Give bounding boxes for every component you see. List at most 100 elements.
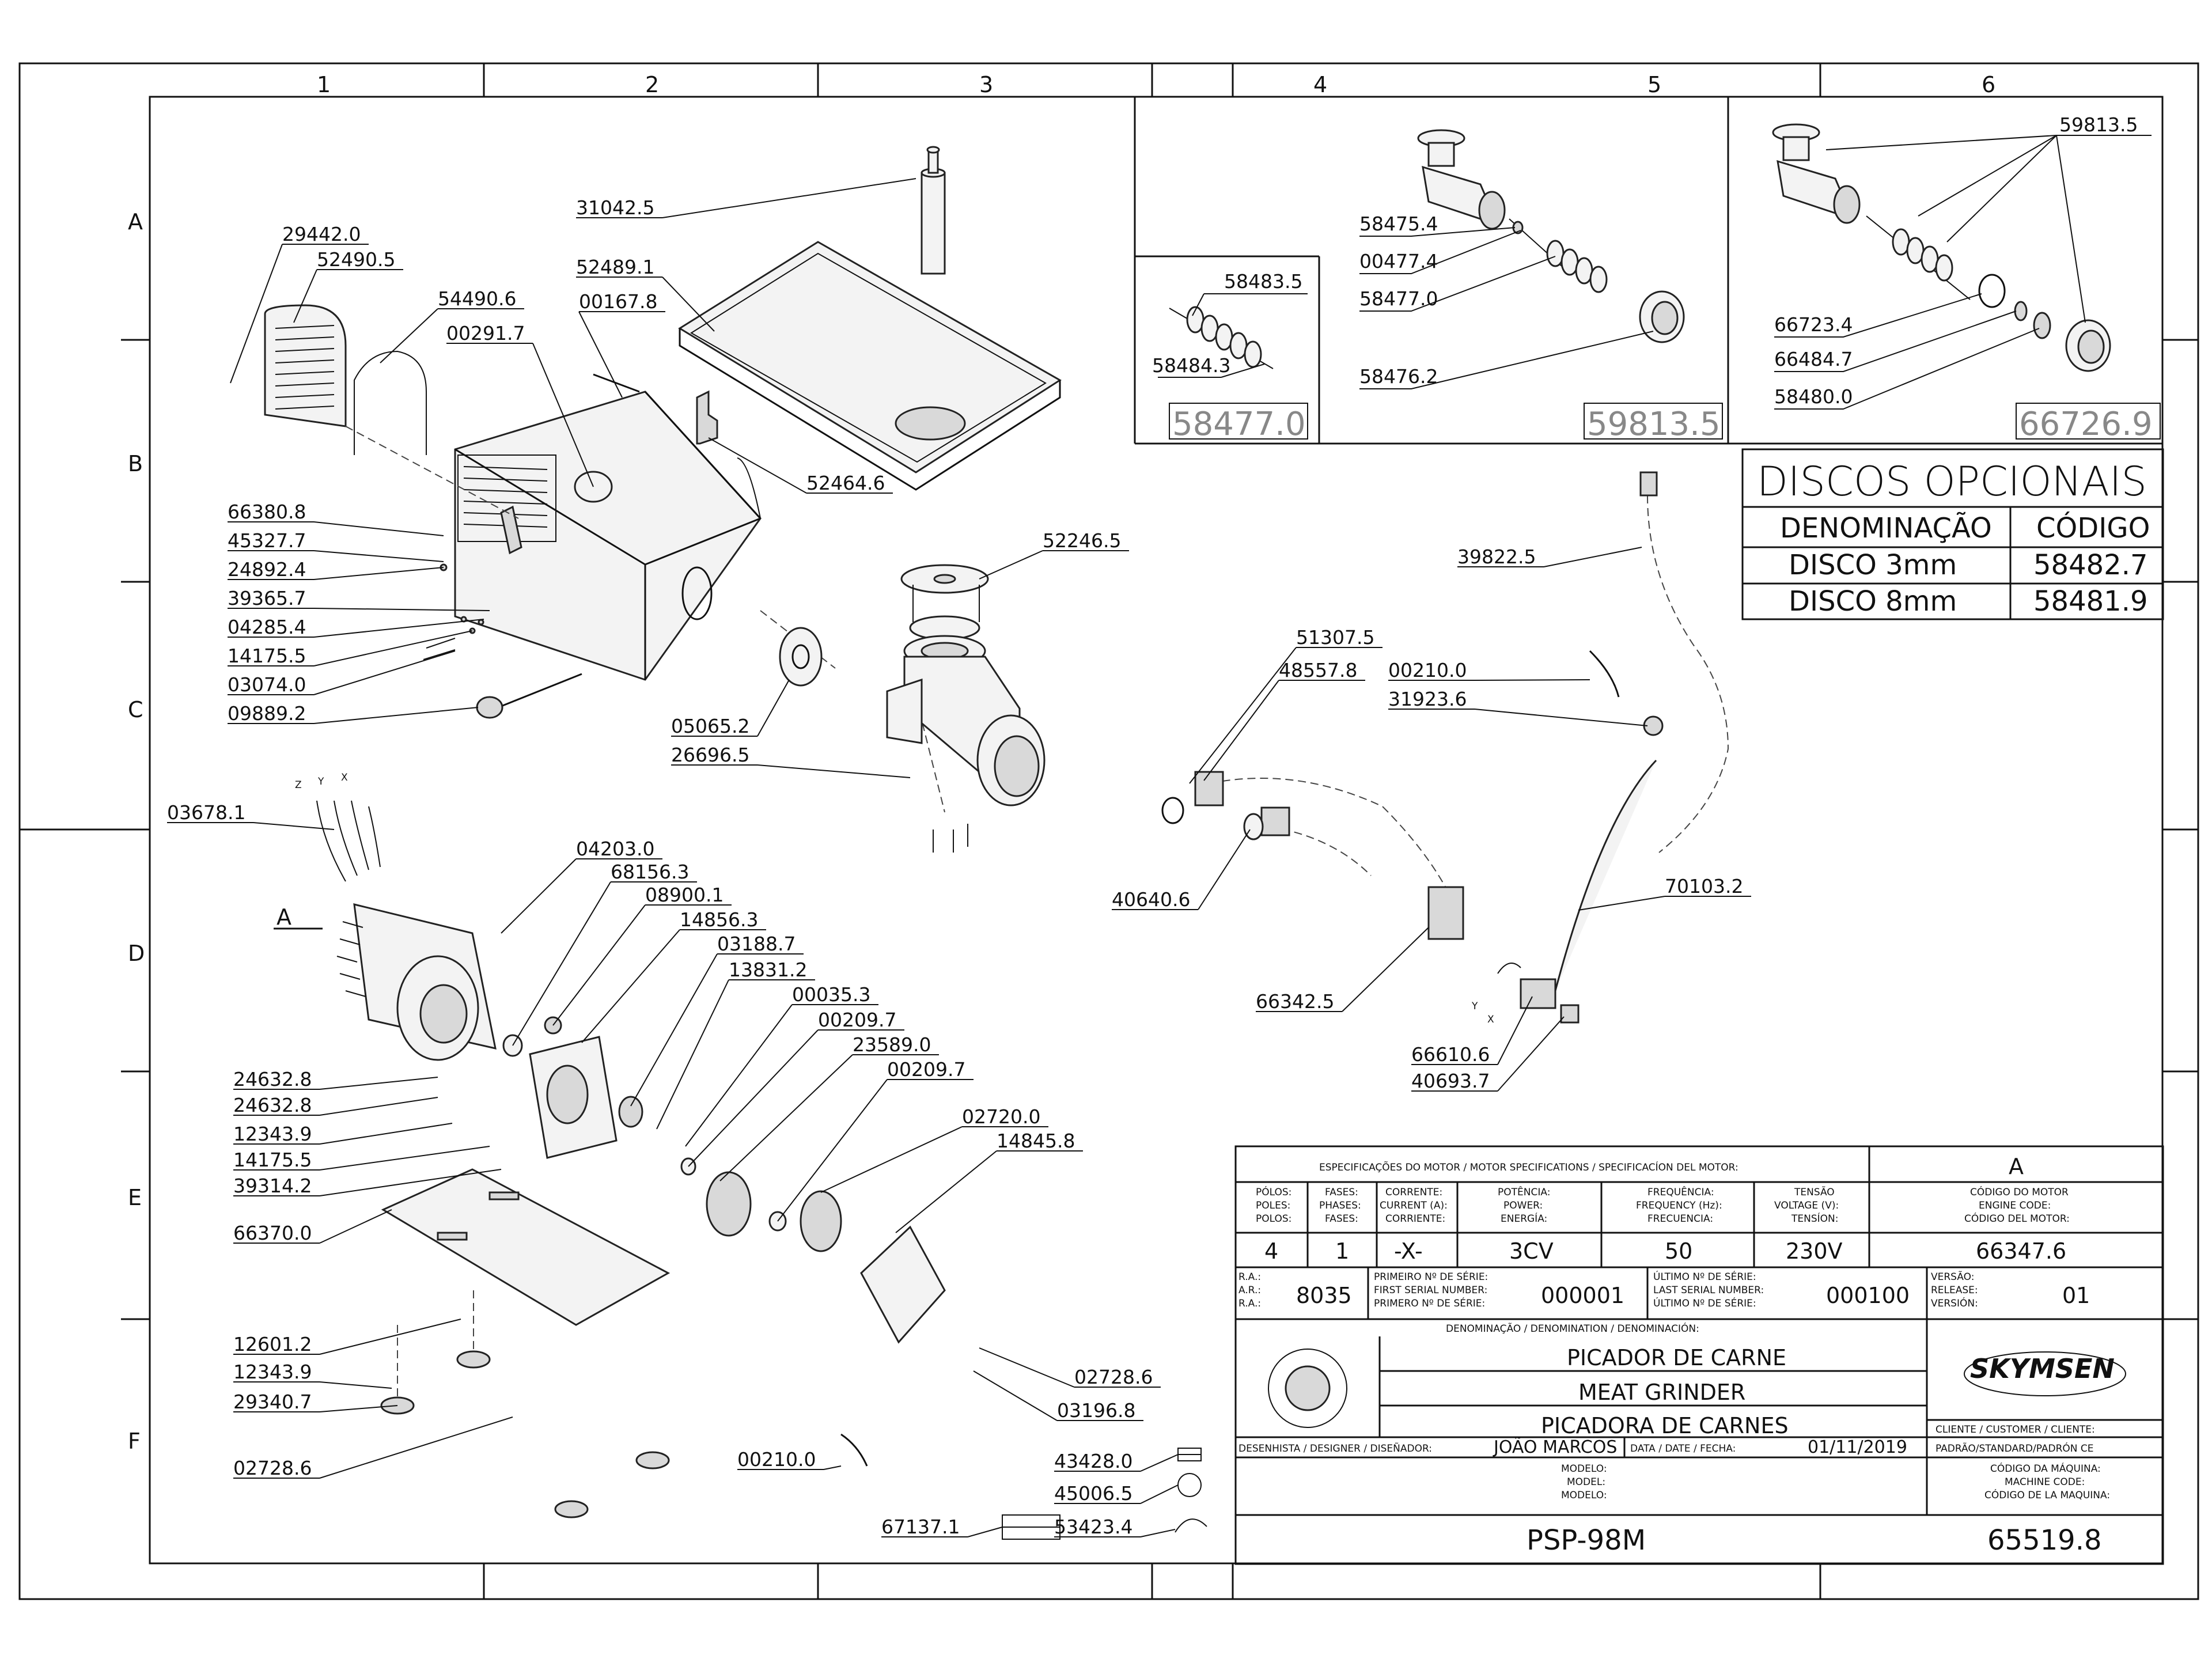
product-name-es: PICADORA DE CARNES bbox=[1541, 1413, 1789, 1438]
part-number-label: 70103.2 bbox=[1665, 875, 1743, 897]
kit-58477-part-label: 58484.3 bbox=[1152, 354, 1230, 377]
brand-name: SKYMSEN bbox=[1970, 1353, 2115, 1384]
part-number-label: 03188.7 bbox=[717, 933, 796, 955]
part-number-label: 08900.1 bbox=[645, 884, 724, 906]
spec-header: ENERGÍA: bbox=[1501, 1212, 1547, 1225]
motor-power: 3CV bbox=[1509, 1238, 1554, 1264]
leader-line bbox=[319, 1209, 392, 1244]
grinder-head-drawing bbox=[779, 564, 1046, 853]
leader-line bbox=[313, 619, 484, 638]
machine-code-label: CÓDIGO DA MÁQUINA: bbox=[1990, 1462, 2101, 1475]
kit-58477-title: 58477.0 bbox=[1172, 406, 1306, 443]
leader-line bbox=[1497, 1016, 1565, 1092]
part-number-label: 31923.6 bbox=[1388, 688, 1467, 710]
column-ruler: 1 2 3 4 5 6 bbox=[317, 63, 1995, 1599]
serial-label: PRIMERO Nº DE SÉRIE: bbox=[1374, 1297, 1485, 1309]
part-number-label: 24632.8 bbox=[233, 1068, 312, 1090]
kit-66726-part-label: 66723.4 bbox=[1774, 313, 1853, 336]
leader-line bbox=[757, 679, 790, 737]
leader-line bbox=[685, 1004, 793, 1147]
part-number-label: 39822.5 bbox=[1457, 546, 1536, 568]
discos-title: DISCOS OPCIONAIS bbox=[1757, 458, 2147, 505]
part-number-label: 00210.0 bbox=[1388, 659, 1467, 681]
part-number-label: 31042.5 bbox=[576, 196, 654, 219]
part-number-label: 14175.5 bbox=[233, 1149, 312, 1171]
revision-letter: A bbox=[2009, 1154, 2024, 1179]
engine-code: 66347.6 bbox=[1976, 1238, 2066, 1264]
part-number-label: 40693.7 bbox=[1411, 1070, 1490, 1092]
product-name-pt: PICADOR DE CARNE bbox=[1567, 1345, 1786, 1370]
client-value: PADRÃO/STANDARD/PADRÓN CE bbox=[1936, 1442, 2094, 1455]
col-label: 2 bbox=[645, 72, 659, 97]
leader-line bbox=[719, 1054, 853, 1181]
leader-line bbox=[1578, 896, 1665, 911]
discos-header: DENOMINAÇÃO bbox=[1780, 512, 1992, 544]
discos-table: DISCOS OPCIONAIS DENOMINAÇÃO CÓDIGO DISC… bbox=[1741, 448, 2164, 620]
part-number-label: 13831.2 bbox=[729, 959, 807, 981]
title-block: ESPECIFICAÇÕES DO MOTOR / MOTOR SPECIFIC… bbox=[1234, 1145, 2164, 1565]
serial-label: PRIMEIRO Nº DE SÉRIE: bbox=[1374, 1270, 1488, 1283]
leader-line bbox=[708, 437, 807, 494]
row-label: F bbox=[128, 1429, 141, 1454]
part-number-label: 54490.6 bbox=[438, 287, 516, 310]
part-number-label: 51307.5 bbox=[1296, 626, 1374, 649]
kit-59813-drawing: 58475.4 00477.4 58477.0 58476.2 bbox=[1359, 129, 1685, 389]
kit-59813-part-label: 58477.0 bbox=[1359, 287, 1438, 310]
spec-header: TENSÃO bbox=[1794, 1185, 1835, 1198]
leader-line bbox=[967, 1527, 1003, 1537]
kit-66726-drawing: 59813.5 66723.4 66484.7 58480.0 bbox=[1772, 113, 2152, 410]
motor-current: -X- bbox=[1394, 1238, 1423, 1264]
motor-drawing: Z Y X A bbox=[274, 772, 946, 1518]
leader-line bbox=[578, 311, 623, 398]
kit-59813-part-label: 58476.2 bbox=[1359, 365, 1438, 388]
brand-logo-icon bbox=[1964, 1351, 2126, 1396]
leader-line bbox=[1140, 1454, 1179, 1472]
axis-letter: Z bbox=[295, 779, 302, 791]
machine-code-value: 65519.8 bbox=[1987, 1524, 2102, 1556]
spec-header: PHASES: bbox=[1319, 1200, 1361, 1211]
leader-line bbox=[757, 764, 911, 778]
part-number-label: 66610.6 bbox=[1411, 1043, 1490, 1066]
leader-line bbox=[319, 1169, 502, 1196]
spec-header: FREQUÊNCIA: bbox=[1647, 1185, 1714, 1198]
view-label: A bbox=[276, 904, 291, 930]
model-value: PSP-98M bbox=[1527, 1524, 1646, 1556]
serial-label: ÚLTIMO Nº DE SÉRIE: bbox=[1653, 1297, 1756, 1309]
leader-line bbox=[512, 881, 611, 1046]
spec-header: CÓDIGO DEL MOTOR: bbox=[1964, 1212, 2070, 1225]
motor-voltage: 230V bbox=[1786, 1238, 1843, 1264]
version-label: VERSÃO: bbox=[1931, 1270, 1974, 1283]
leader-line bbox=[380, 308, 438, 363]
leader-line bbox=[1497, 996, 1533, 1065]
leader-line bbox=[313, 567, 444, 580]
part-number-label: 02728.6 bbox=[1074, 1366, 1153, 1388]
leader-line bbox=[895, 1150, 997, 1233]
denomination-label: DENOMINAÇÃO / DENOMINATION / DENOMINACIÓ… bbox=[1446, 1322, 1699, 1335]
row-label: A bbox=[128, 209, 143, 234]
kit-58477-drawing: 58483.5 58484.3 bbox=[1152, 270, 1308, 378]
model-label: MODEL: bbox=[1567, 1476, 1605, 1488]
leader-line bbox=[319, 1416, 513, 1479]
kit-59813-part-label: 00477.4 bbox=[1359, 250, 1438, 272]
part-number-label: 52489.1 bbox=[576, 256, 654, 278]
kit-59813-title: 59813.5 bbox=[1587, 406, 1721, 443]
kit-59813-part-label: 58475.4 bbox=[1359, 213, 1438, 235]
leader-line bbox=[777, 1079, 888, 1222]
part-number-label: 40640.6 bbox=[1112, 888, 1190, 911]
part-number-label: 52490.5 bbox=[317, 248, 395, 271]
part-number-label: 52246.5 bbox=[1043, 529, 1121, 552]
part-number-label: 45006.5 bbox=[1054, 1482, 1132, 1505]
axis-letter: X bbox=[341, 772, 348, 783]
part-number-label: 67137.1 bbox=[881, 1516, 960, 1538]
leader-line bbox=[973, 1370, 1058, 1421]
part-number-label: 00209.7 bbox=[887, 1058, 965, 1081]
discos-cell: 58482.7 bbox=[2033, 549, 2148, 581]
serial-label: ÚLTIMO Nº DE SÉRIE: bbox=[1653, 1270, 1756, 1283]
col-label: 3 bbox=[979, 72, 993, 97]
last-serial: 000100 bbox=[1826, 1283, 1910, 1308]
leader-line bbox=[979, 550, 1043, 579]
part-number-label: 03196.8 bbox=[1057, 1399, 1135, 1422]
machine-code-label: CÓDIGO DE LA MAQUINA: bbox=[1984, 1488, 2110, 1501]
